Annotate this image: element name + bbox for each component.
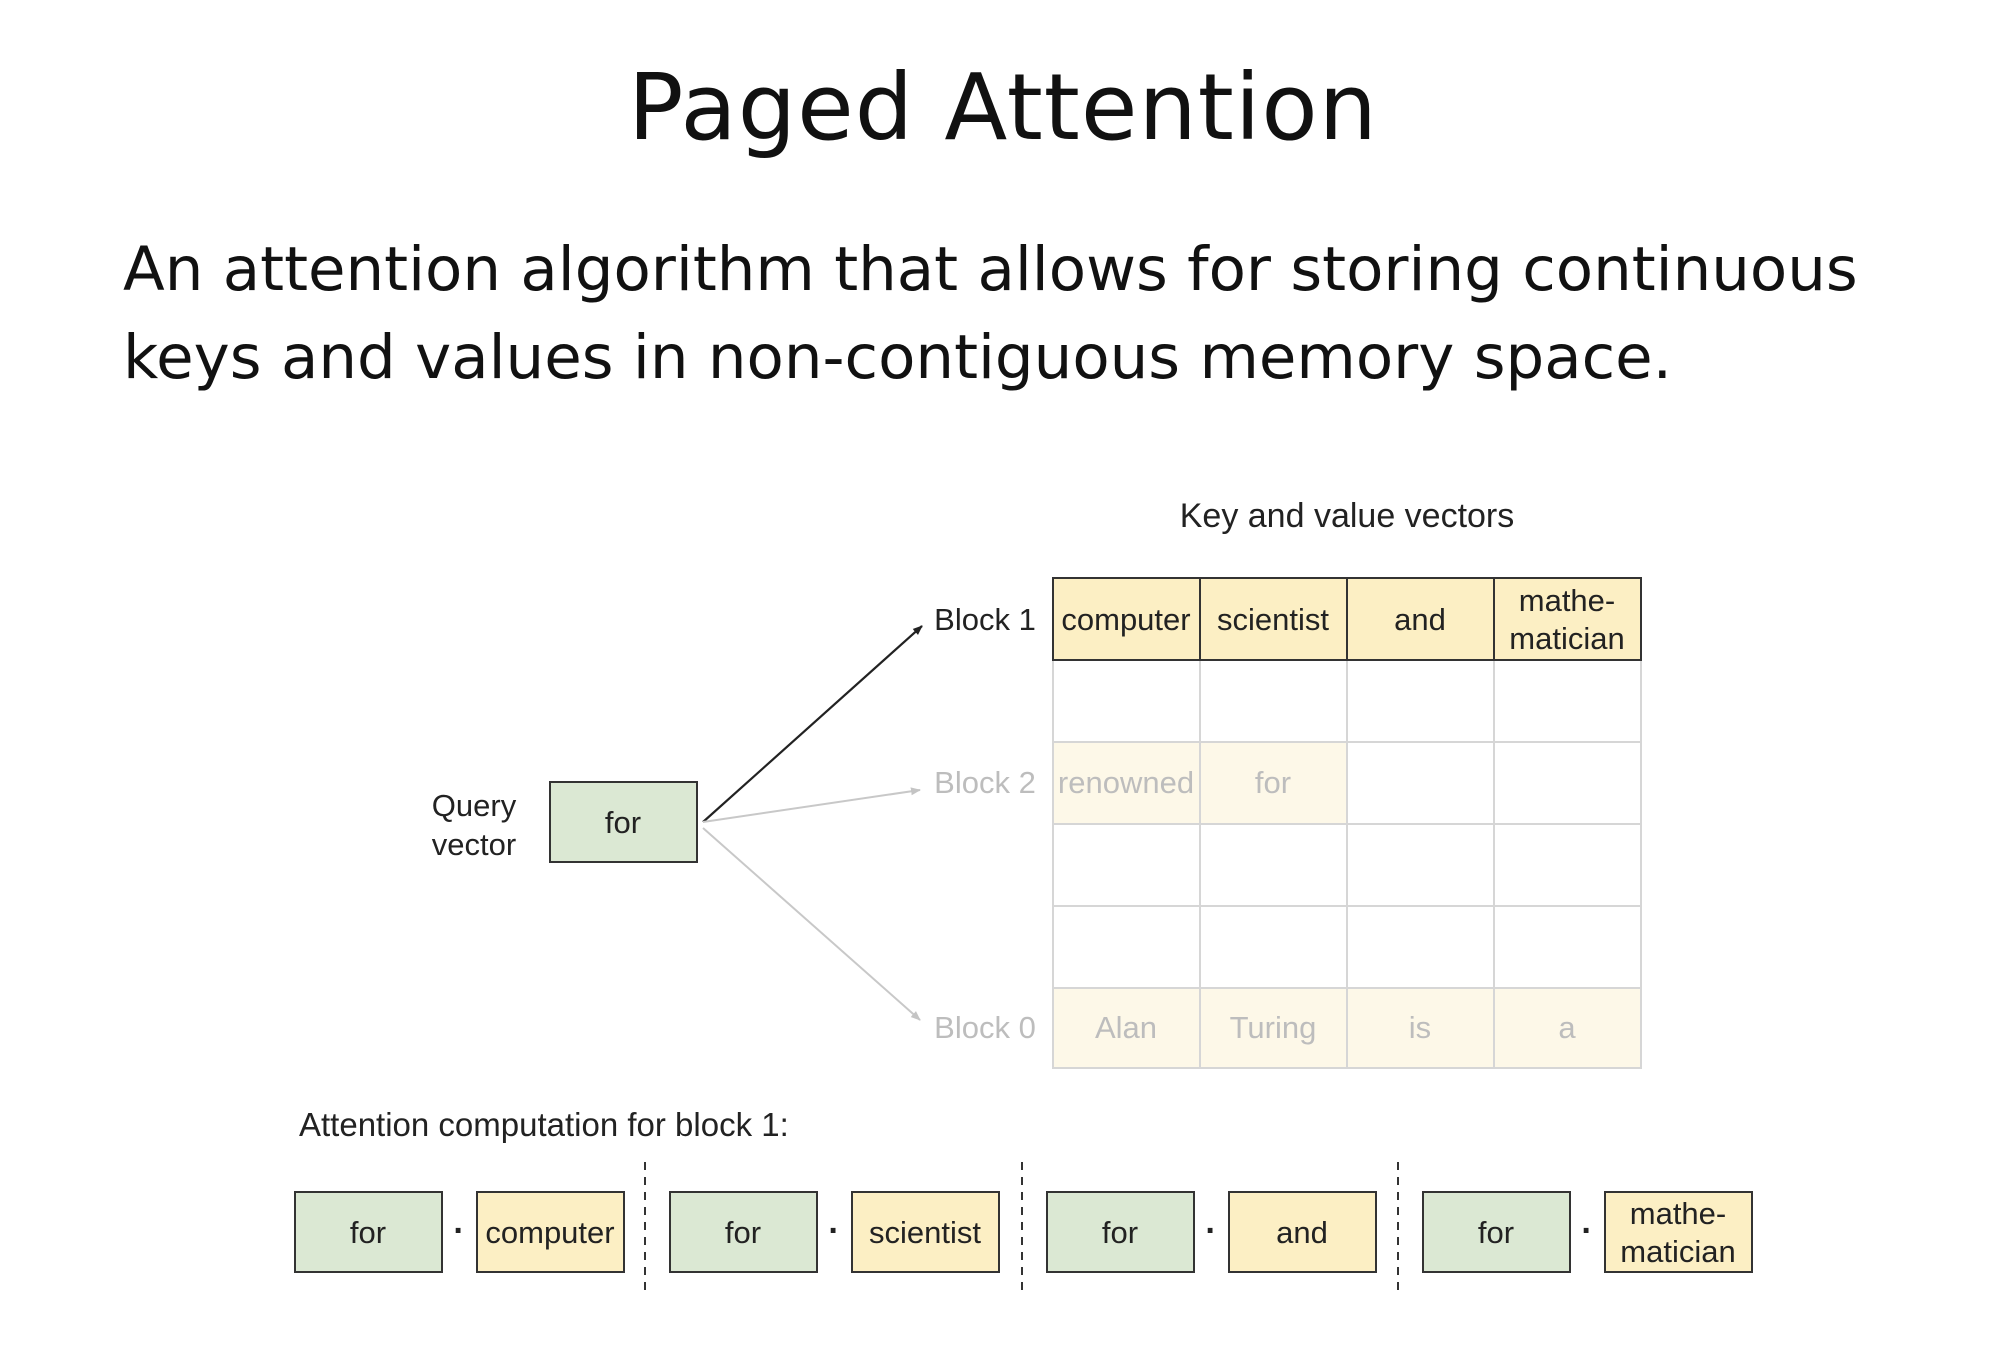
computation-key-token: mathe- xyxy=(1630,1196,1726,1231)
computation-query-token: for xyxy=(725,1215,761,1250)
arrow-to-block-1 xyxy=(702,625,923,823)
kv-cell-block2 xyxy=(1199,741,1348,825)
computation-query-box xyxy=(1422,1191,1571,1273)
kv-token-faded: renowned xyxy=(1058,765,1194,800)
computation-query-box xyxy=(294,1191,443,1273)
kv-token-faded: is xyxy=(1409,1010,1431,1045)
kv-cell-empty xyxy=(1346,659,1495,743)
query-label-line: vector xyxy=(432,827,516,862)
computation-query-box xyxy=(669,1191,818,1273)
kv-cell-empty xyxy=(1199,659,1348,743)
computation-query-token: for xyxy=(350,1215,386,1250)
computation-key-token: computer xyxy=(485,1215,614,1250)
computation-label: Attention computation for block 1: xyxy=(299,1106,789,1143)
kv-cell-empty xyxy=(1199,823,1348,907)
kv-table xyxy=(1052,577,1642,1069)
computation-pair: for · and xyxy=(1046,1191,1377,1273)
computation-key-box xyxy=(476,1191,625,1273)
kv-cell-empty xyxy=(1493,659,1642,743)
computation-query-token: for xyxy=(1102,1215,1138,1250)
kv-cell-empty xyxy=(1199,905,1348,989)
kv-cell-empty xyxy=(1052,659,1201,743)
computation-key-token: matician xyxy=(1620,1234,1735,1269)
dot-operator: · xyxy=(1205,1212,1216,1250)
query-box xyxy=(549,781,698,863)
block-label-0: Block 0 xyxy=(934,1010,1036,1045)
kv-token: and xyxy=(1394,602,1446,637)
slide-description-line: An attention algorithm that allows for s… xyxy=(123,234,1858,305)
kv-cell-block2 xyxy=(1346,741,1495,825)
arrow-to-block-2 xyxy=(702,787,921,823)
computation-key-box xyxy=(1228,1191,1377,1273)
kv-cell-block0 xyxy=(1052,987,1201,1069)
query-token: for xyxy=(605,805,641,840)
computation-pair: for · scientist xyxy=(669,1191,1000,1273)
kv-cell-empty xyxy=(1493,905,1642,989)
slide-description: An attention algorithm that allows for s… xyxy=(123,226,1943,402)
arrow-to-block-0 xyxy=(702,827,921,1021)
kv-token: matician xyxy=(1509,621,1624,656)
computation-pair: for · computer xyxy=(294,1191,625,1273)
kv-token-faded: Turing xyxy=(1230,1010,1317,1045)
computation-pair: for · mathe- matician xyxy=(1422,1191,1753,1273)
kv-cell-block2 xyxy=(1493,741,1642,825)
computation-key-token: and xyxy=(1276,1215,1328,1250)
kv-cell-empty xyxy=(1493,823,1642,907)
kv-token-faded: a xyxy=(1558,1010,1576,1045)
kv-token: mathe- xyxy=(1519,583,1615,618)
kv-token: computer xyxy=(1061,602,1190,637)
block-label-1: Block 1 xyxy=(934,602,1036,637)
kv-cell-block0 xyxy=(1493,987,1642,1069)
kv-token-faded: Alan xyxy=(1095,1010,1157,1045)
computation-key-token: scientist xyxy=(869,1215,981,1250)
kv-cell-empty xyxy=(1346,823,1495,907)
computation-key-box xyxy=(1604,1191,1753,1273)
kv-cell-empty xyxy=(1346,905,1495,989)
computation-key-box xyxy=(851,1191,1000,1273)
kv-cell-block0 xyxy=(1199,987,1348,1069)
block1-outline xyxy=(1052,577,1642,661)
kv-cell-block0 xyxy=(1346,987,1495,1069)
kv-cell-empty xyxy=(1052,905,1201,989)
slide-description-line: keys and values in non-contiguous memory… xyxy=(123,322,1673,393)
kv-header: Key and value vectors xyxy=(1180,497,1515,535)
dot-operator: · xyxy=(453,1212,464,1250)
computation-query-box xyxy=(1046,1191,1195,1273)
dot-operator: · xyxy=(1581,1212,1592,1250)
kv-token: scientist xyxy=(1217,602,1329,637)
slide-title: Paged Attention xyxy=(628,54,1378,161)
computation-query-token: for xyxy=(1478,1215,1514,1250)
kv-token-faded: for xyxy=(1255,765,1291,800)
dot-operator: · xyxy=(828,1212,839,1250)
block-label-2: Block 2 xyxy=(934,765,1036,800)
query-label-line: Query xyxy=(432,788,517,823)
kv-cell-empty xyxy=(1052,823,1201,907)
